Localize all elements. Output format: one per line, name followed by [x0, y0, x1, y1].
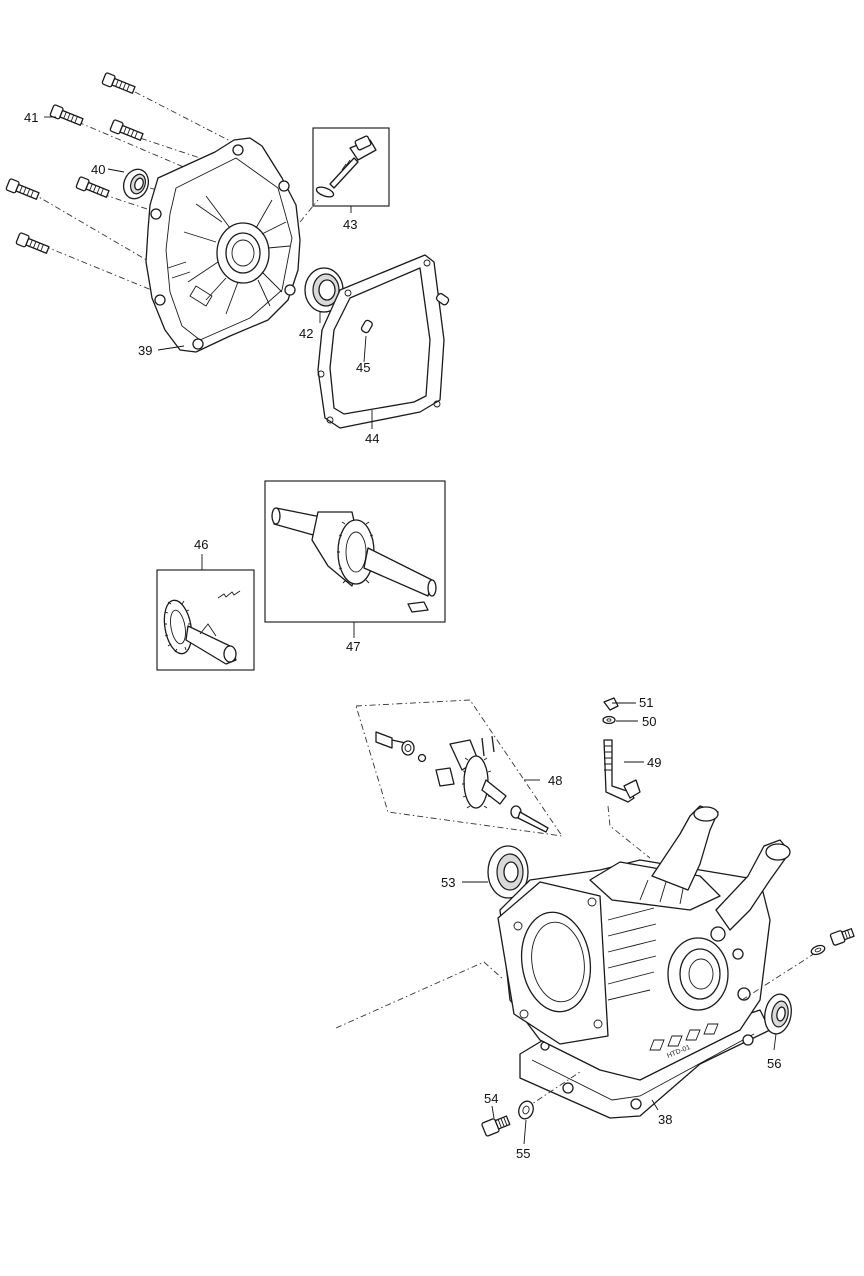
callout-45: 45: [356, 360, 370, 375]
drain-plug-right: [810, 928, 855, 956]
governor-rod-49: [603, 739, 641, 803]
bolt: [101, 72, 136, 94]
callout-42: 42: [299, 326, 313, 341]
bolt-group-41: [5, 72, 144, 254]
dipstick-box-43: [312, 127, 390, 207]
callout-40: 40: [91, 162, 105, 177]
bearing-42: [304, 267, 344, 313]
drain-plug-54: [481, 1115, 511, 1137]
governor-parts: [375, 731, 549, 833]
callout-49: 49: [647, 755, 661, 770]
washer-55: [518, 1100, 534, 1120]
callout-labels: 41 40 39 42 43 45 44 46 47 51 50 49 48 5…: [24, 110, 781, 1161]
callout-43: 43: [343, 217, 357, 232]
callout-44: 44: [365, 431, 379, 446]
callout-41: 41: [24, 110, 38, 125]
dowel-pins-45: [360, 292, 450, 334]
assembly-lines-top: [31, 91, 319, 301]
governor-assembly-48: [355, 699, 563, 837]
crankcase-block-38: HTD-01: [497, 805, 791, 1119]
callout-53: 53: [441, 875, 455, 890]
callout-50: 50: [642, 714, 656, 729]
bolt: [49, 104, 84, 126]
dipstick: [315, 135, 377, 198]
bolt: [109, 119, 144, 141]
gasket-44: [317, 254, 445, 429]
bolt: [5, 178, 40, 200]
camshaft: [163, 590, 241, 665]
washer-50: [602, 715, 616, 725]
bolt: [15, 232, 50, 254]
oil-seal-40: [122, 168, 150, 200]
callout-46: 46: [194, 537, 208, 552]
callout-47: 47: [346, 639, 360, 654]
oil-seal-56: [764, 993, 792, 1035]
callout-56: 56: [767, 1056, 781, 1071]
camshaft-box-46: [156, 569, 255, 671]
leader-lines: [44, 116, 777, 1145]
crankshaft: [271, 507, 437, 613]
crankcase-cover-39: [145, 137, 301, 353]
crankshaft-box-47: [264, 480, 446, 623]
callout-54: 54: [484, 1091, 498, 1106]
callout-48: 48: [548, 773, 562, 788]
callout-55: 55: [516, 1146, 530, 1161]
clip-51: [603, 697, 619, 711]
callout-38: 38: [658, 1112, 672, 1127]
bolt: [75, 176, 110, 198]
bearing-53: [487, 845, 529, 899]
callout-51: 51: [639, 695, 653, 710]
callout-39: 39: [138, 343, 152, 358]
